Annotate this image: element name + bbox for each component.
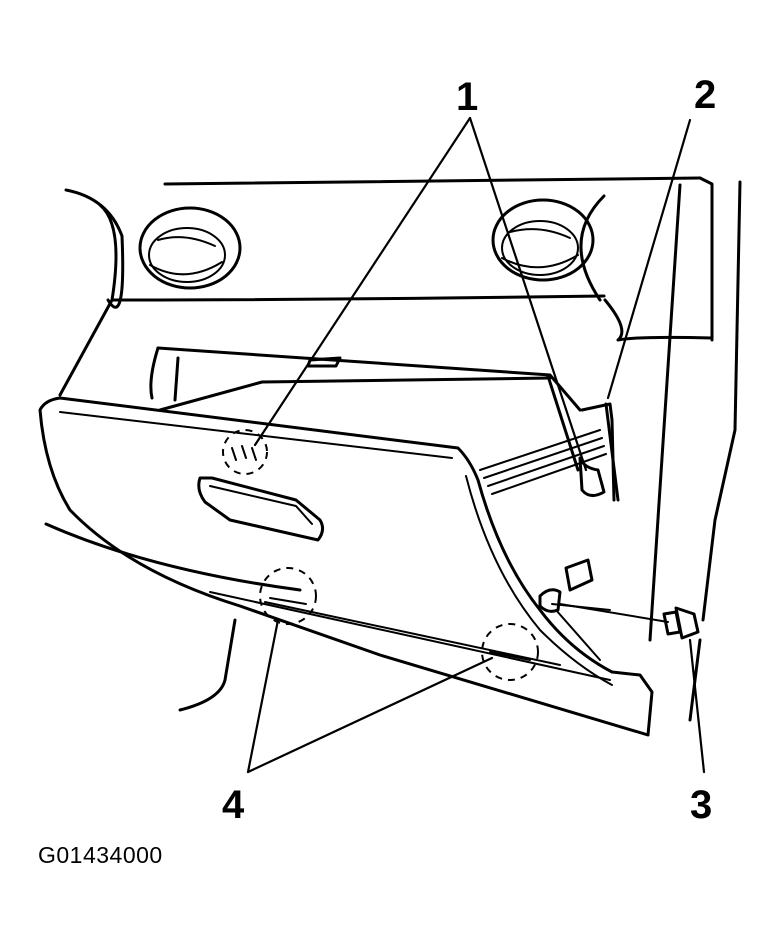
callout-1: 1	[456, 75, 478, 119]
callout-2: 2	[694, 73, 716, 117]
figure-id: G01434000	[38, 842, 163, 868]
screw	[559, 603, 700, 640]
callout-3: 3	[690, 783, 712, 827]
clip-marker-bottom-right	[481, 623, 539, 681]
right-air-vent	[491, 198, 595, 282]
callout-4: 4	[222, 783, 245, 827]
instrument-panel	[44, 176, 742, 722]
clip-marker-top	[222, 429, 268, 475]
leader-lines	[246, 116, 706, 774]
damper-arm	[538, 456, 611, 661]
clip-marker-bottom-left	[259, 567, 317, 625]
glove-box-door	[38, 396, 654, 737]
glove-box-bin	[149, 346, 620, 502]
left-air-vent	[138, 206, 242, 290]
glove-box-handle	[197, 476, 325, 542]
